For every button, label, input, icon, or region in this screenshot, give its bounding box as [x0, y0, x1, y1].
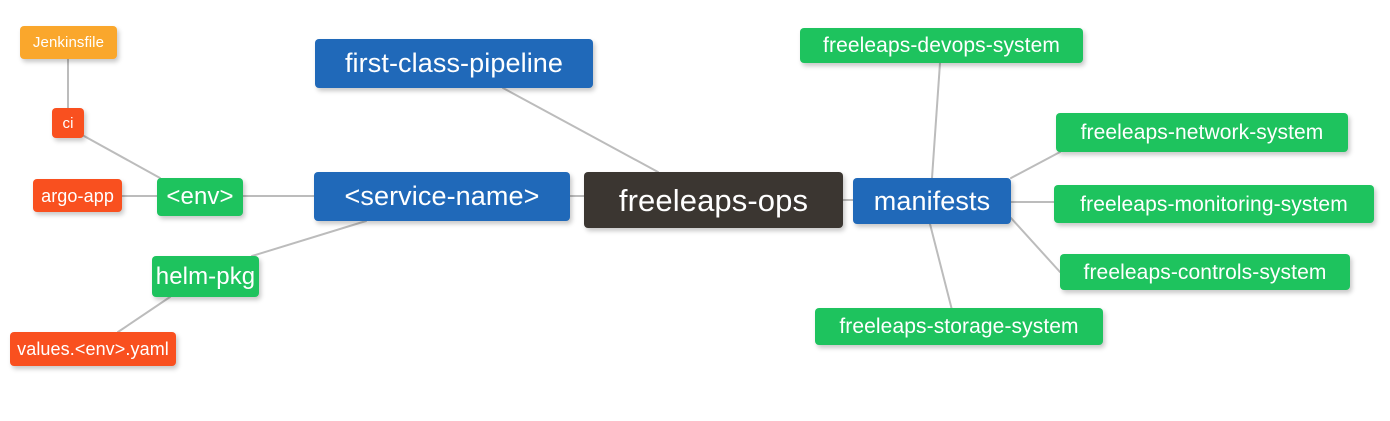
node-argo-app[interactable]: argo-app — [33, 179, 122, 212]
node-freeleaps-ops[interactable]: freeleaps-ops — [584, 172, 843, 228]
node-label-values-yaml: values.<env>.yaml — [17, 339, 169, 359]
edge-manifests-devops — [931, 62, 941, 179]
node-first-class-pipeline[interactable]: first-class-pipeline — [315, 39, 593, 88]
edge-helmpkg-valuesyaml — [117, 296, 171, 333]
edge-manifests-network — [1010, 151, 1061, 179]
node-label-freeleaps-controls-system: freeleaps-controls-system — [1083, 260, 1327, 284]
node-label-freeleaps-storage-system: freeleaps-storage-system — [839, 315, 1079, 338]
node-label-env: <env> — [166, 183, 234, 210]
node-label-freeleaps-ops: freeleaps-ops — [618, 182, 809, 218]
node-helm-pkg[interactable]: helm-pkg — [152, 256, 259, 297]
node-label-freeleaps-monitoring-system: freeleaps-monitoring-system — [1080, 192, 1348, 216]
node-freeleaps-storage-system[interactable]: freeleaps-storage-system — [815, 308, 1103, 345]
node-label-service-name: <service-name> — [344, 181, 540, 211]
node-values-yaml[interactable]: values.<env>.yaml — [10, 332, 176, 366]
node-label-manifests: manifests — [873, 185, 991, 216]
node-label-argo-app: argo-app — [41, 185, 114, 206]
node-freeleaps-monitoring-system[interactable]: freeleaps-monitoring-system — [1054, 185, 1374, 223]
node-label-first-class-pipeline: first-class-pipeline — [344, 48, 564, 78]
edge-servicename-helmpkg — [251, 220, 367, 257]
node-ci[interactable]: ci — [52, 108, 84, 138]
node-env[interactable]: <env> — [157, 178, 243, 216]
node-jenkinsfile[interactable]: Jenkinsfile — [20, 26, 117, 59]
node-label-ci: ci — [62, 114, 74, 132]
node-label-jenkinsfile: Jenkinsfile — [32, 34, 105, 51]
edge-manifests-storage — [929, 223, 953, 311]
node-label-helm-pkg: helm-pkg — [155, 262, 256, 290]
node-manifests[interactable]: manifests — [853, 178, 1011, 224]
node-label-freeleaps-devops-system: freeleaps-devops-system — [823, 34, 1060, 57]
node-freeleaps-controls-system[interactable]: freeleaps-controls-system — [1060, 254, 1350, 290]
edge-manifests-controls — [1010, 217, 1061, 273]
node-label-freeleaps-network-system: freeleaps-network-system — [1080, 121, 1324, 144]
node-freeleaps-devops-system[interactable]: freeleaps-devops-system — [800, 28, 1083, 63]
edge-firstclasspipeline-root — [502, 87, 659, 173]
edge-ci-env — [83, 135, 161, 179]
node-freeleaps-network-system[interactable]: freeleaps-network-system — [1056, 113, 1348, 152]
node-service-name[interactable]: <service-name> — [314, 172, 570, 221]
